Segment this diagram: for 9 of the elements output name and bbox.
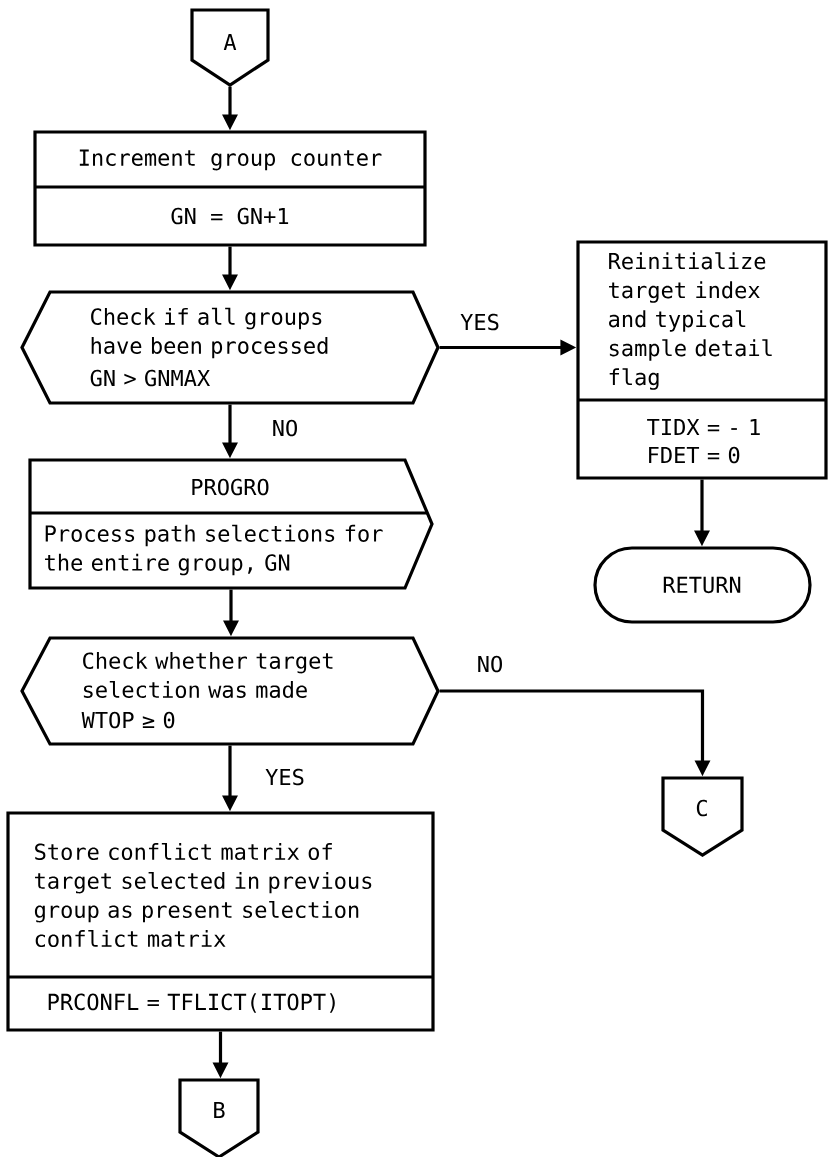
decision-hexagon: Check if all groups have been processed GN > GNMAX [20,290,440,405]
process-box: Store conflict matrix of target selected in previous group as present selection conflict matrix PRCONFL = TFLICT(ITOPT) [6,811,435,1032]
edge-label: YES [264,767,306,787]
process-box: Increment group counter GN = GN+1 [33,130,427,247]
edge-label: YES [459,312,501,332]
process-box: Reinitialize target index and typical sample detail flag TIDX = - 1 FDET = 0 [576,240,828,480]
edge-label: NO [270,418,300,438]
decision-hexagon: Check whether target selection was made WTOP ≥ 0 [20,636,440,746]
edge-label: NO [475,654,505,674]
